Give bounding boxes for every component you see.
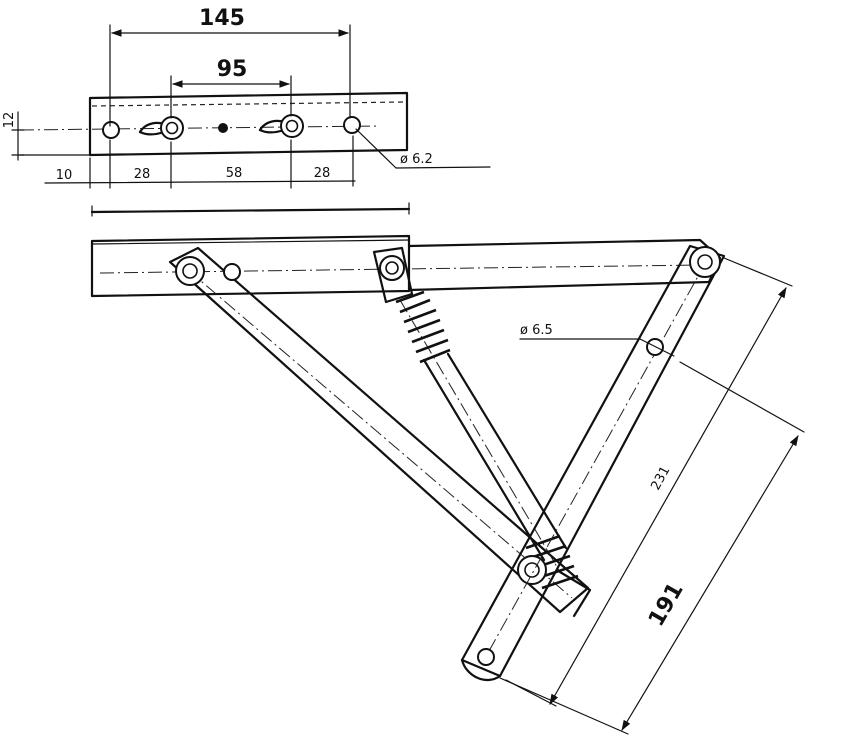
swing-arm-bottom-hole — [477, 648, 495, 666]
dimension-28-left: 28 — [134, 167, 151, 182]
mounting-plate-detail: 145 95 12 10 28 58 28 ø 6.2 — [2, 6, 491, 189]
base-hole — [223, 263, 241, 281]
dimension-95: 95 — [217, 57, 248, 82]
spring-bracket-pivot — [385, 261, 399, 275]
spring-rod-right-edge — [446, 352, 568, 550]
top-rail — [407, 238, 722, 292]
dimension-58: 58 — [226, 166, 243, 181]
dimension-191-line — [621, 435, 799, 731]
base-top-edge — [90, 207, 411, 214]
swing-arm — [460, 244, 726, 678]
plate-hole-left — [102, 121, 120, 139]
hole-diameter-6-2: ø 6.2 — [400, 152, 433, 167]
spring-bracket — [372, 246, 414, 304]
long-arm-centerline — [187, 269, 573, 599]
upper-spring — [395, 290, 451, 364]
plate-fold-line — [91, 101, 406, 107]
hinge-assembly: ø 6.5 231 191 — [90, 202, 805, 735]
chain-dimension-line — [44, 180, 356, 184]
long-arm-pivot — [182, 263, 198, 279]
base-plate — [90, 234, 411, 298]
dimension-12: 12 — [2, 112, 17, 129]
spring-rod-left-edge — [422, 358, 546, 562]
dimension-28-right: 28 — [314, 166, 331, 181]
top-right-pivot — [697, 254, 713, 270]
dimension-231-line — [549, 287, 787, 705]
dimension-231: 231 — [648, 464, 673, 493]
spring-rod-centerline — [399, 299, 561, 573]
dimension-10: 10 — [56, 168, 73, 183]
lower-joint — [524, 562, 540, 578]
plate-centerline — [19, 125, 381, 131]
hole-diameter-6-5: ø 6.5 — [520, 323, 553, 338]
dimension-191: 191 — [644, 579, 689, 631]
dimension-145: 145 — [199, 6, 245, 31]
plate-hole-center — [218, 123, 228, 133]
mounting-plate — [88, 91, 409, 157]
